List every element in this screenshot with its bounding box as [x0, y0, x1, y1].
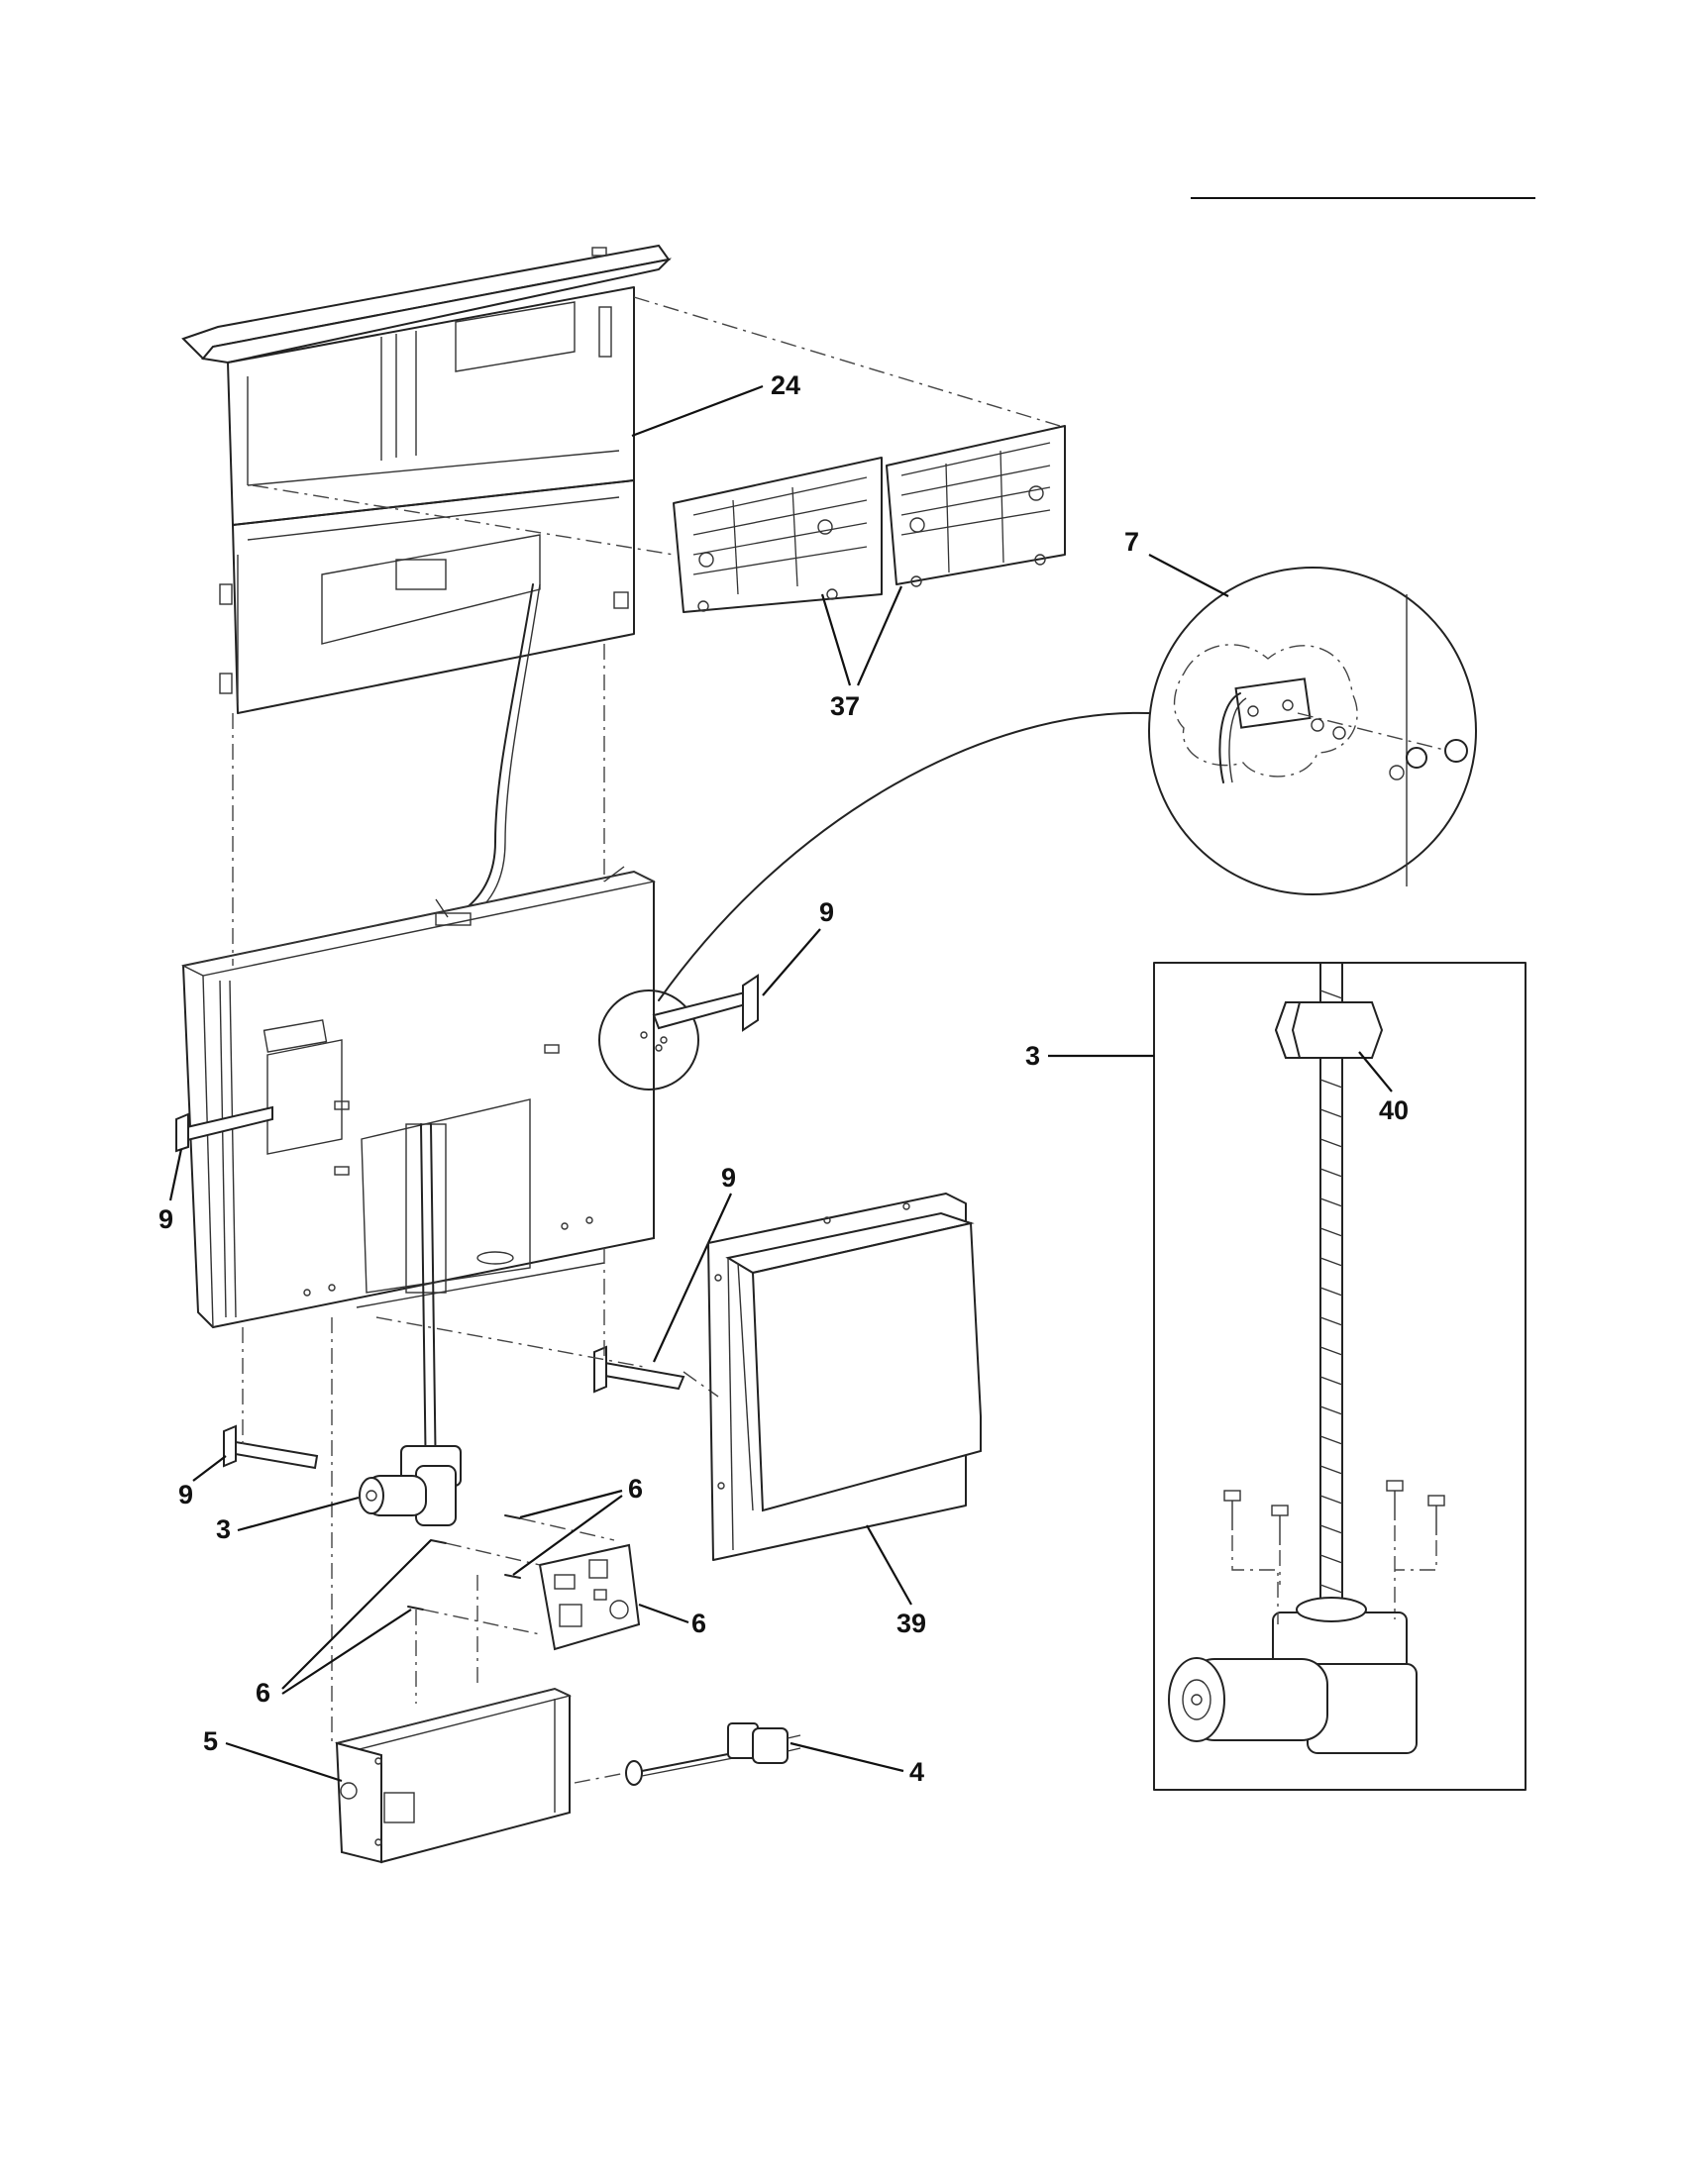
- callout-6-left: 6: [256, 1678, 270, 1708]
- callout-9-top: 9: [819, 897, 834, 927]
- part-9-bracket-bottom: [223, 1424, 319, 1470]
- part-9-bracket-left: [175, 1105, 273, 1153]
- callout-9-left: 9: [158, 1204, 173, 1234]
- callout-6-right: 6: [691, 1609, 706, 1638]
- part-9-bracket-mid: [593, 1345, 685, 1394]
- callout-3-detail: 3: [1025, 1041, 1040, 1071]
- callout-4: 4: [909, 1757, 924, 1787]
- callout-39: 39: [896, 1609, 926, 1638]
- callout-3-main: 3: [216, 1514, 231, 1544]
- callout-37: 37: [830, 691, 860, 721]
- part-6-control-board: [538, 1543, 641, 1651]
- callout-7: 7: [1124, 527, 1139, 557]
- part-6-screws: [407, 1514, 521, 1611]
- part-4-power-cord: [625, 1722, 801, 1786]
- threaded-rod: [420, 1123, 437, 1487]
- callout-24: 24: [771, 370, 800, 400]
- callout-9-mid: 9: [721, 1163, 736, 1193]
- callout-5: 5: [203, 1726, 218, 1756]
- part-7-switch-detail: [1148, 567, 1477, 895]
- part-37-filter-right: [886, 425, 1066, 587]
- callout-40: 40: [1379, 1095, 1409, 1125]
- detail-box-motor-assembly: [1153, 962, 1526, 1791]
- callout-6-top: 6: [628, 1474, 643, 1504]
- part-37-filter-left: [673, 457, 883, 613]
- part-3-lift-motor: [359, 1445, 462, 1526]
- part-9-bracket-top: [652, 974, 759, 1032]
- part-24-upper-housing: [181, 244, 673, 714]
- wire-harness: [445, 583, 534, 922]
- part-39-blower-box: [707, 1193, 982, 1561]
- main-blower-panel: [180, 866, 657, 1329]
- part-5-electrical-box: [335, 1687, 573, 1864]
- callout-9-bottom: 9: [178, 1480, 193, 1509]
- detail-reference-circle: [598, 989, 699, 1091]
